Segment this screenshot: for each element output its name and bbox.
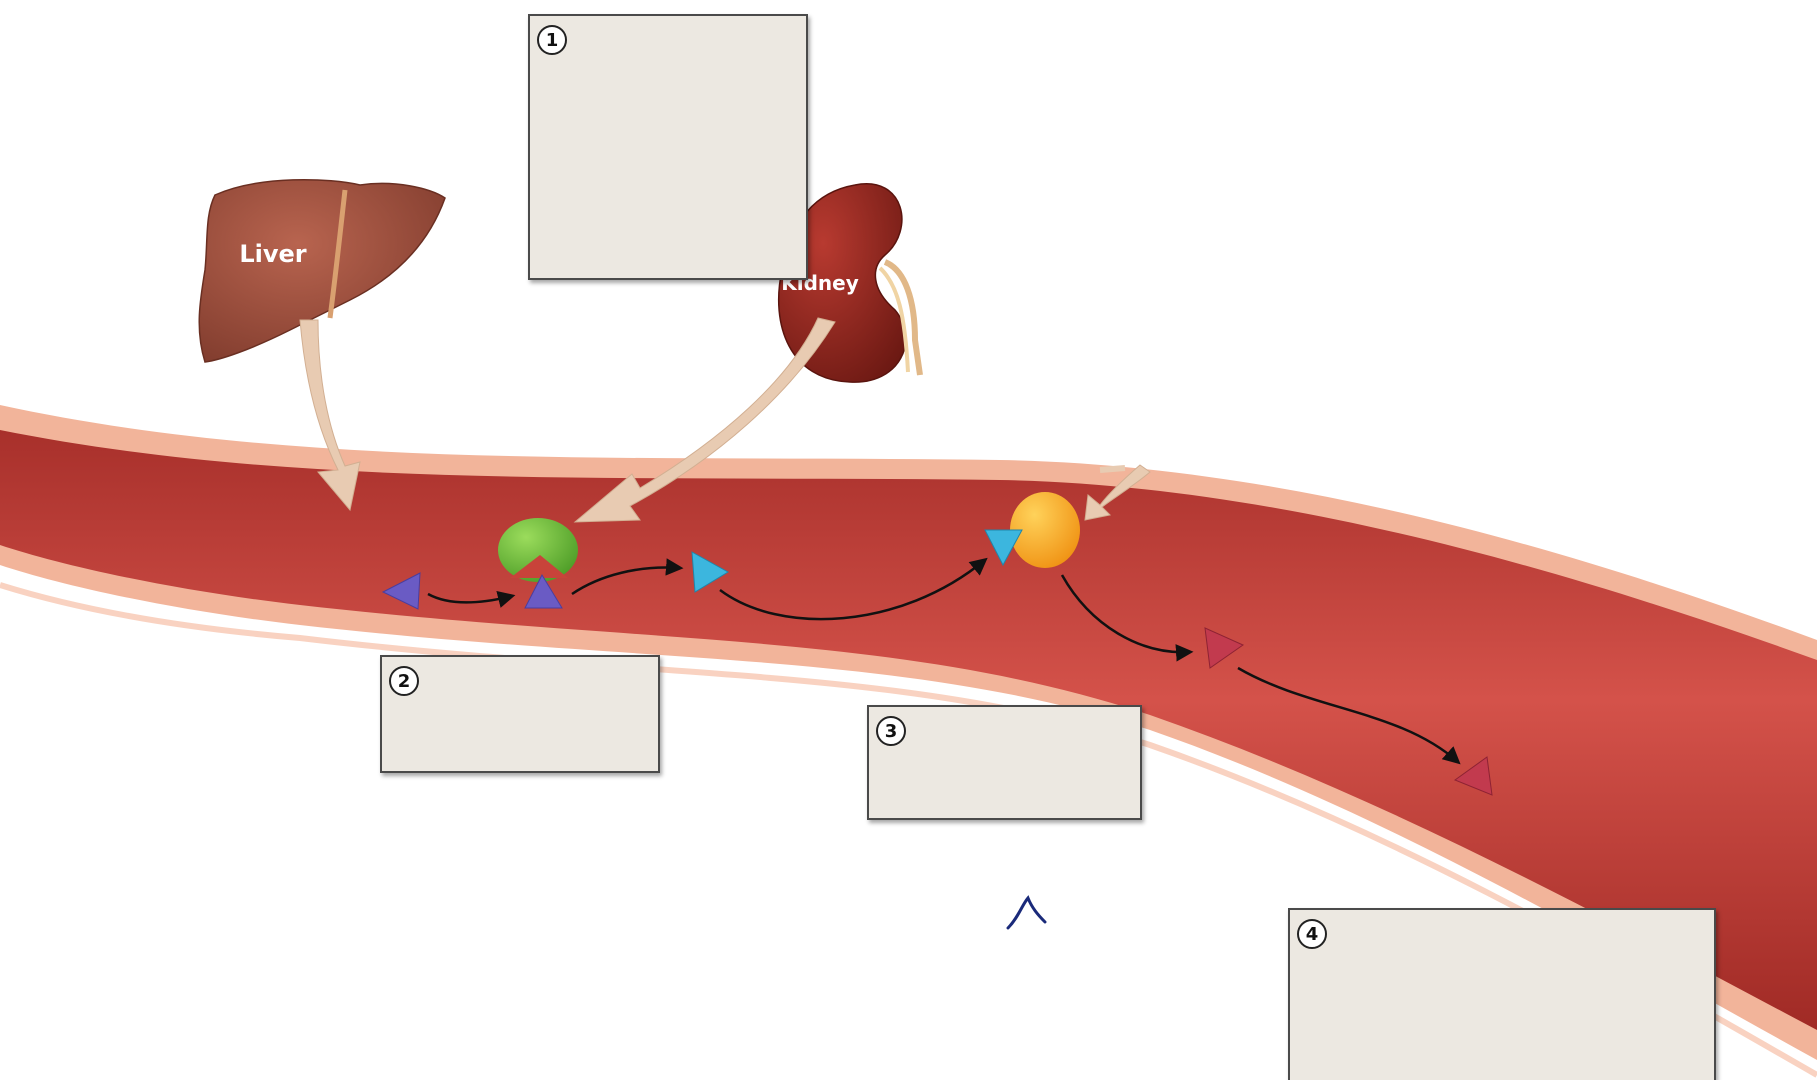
liver-organ: Liver — [198, 178, 446, 363]
label-box-3[interactable]: 3 — [867, 705, 1142, 820]
red-triangle-middle — [1204, 627, 1245, 669]
label-box-1-number: 1 — [537, 25, 567, 55]
label-box-3-number: 3 — [876, 716, 906, 746]
reaction-arrow-4 — [1060, 574, 1194, 662]
pen-mark — [1006, 895, 1047, 930]
liver-secretion-arrow — [299, 319, 361, 512]
label-box-1[interactable]: 1 — [528, 14, 808, 280]
reaction-arrow-3 — [719, 557, 988, 621]
reaction-arrow-5 — [1237, 666, 1461, 765]
red-triangle-right — [1453, 756, 1493, 796]
kidney-secretion-arrow — [573, 317, 836, 523]
arrow-tail — [1099, 465, 1126, 473]
label-box-2-number: 2 — [389, 666, 419, 696]
label-box-4-number: 4 — [1297, 919, 1327, 949]
label-box-2[interactable]: 2 — [380, 655, 660, 773]
reaction-arrow-1 — [427, 590, 516, 608]
reaction-arrow-2 — [571, 558, 684, 596]
orange-molecule — [984, 492, 1080, 568]
vessel-lumen — [0, 430, 1817, 1030]
liver-label: Liver — [239, 240, 306, 268]
purple-triangle-left — [381, 572, 421, 610]
cyan-triangle-free — [691, 551, 729, 593]
purple-triangle-bound — [524, 573, 563, 609]
label-box-4[interactable]: 4 — [1288, 908, 1716, 1080]
cyan-triangle-bound — [984, 529, 1023, 567]
external-secretion-arrow — [1084, 464, 1151, 521]
green-molecule — [498, 518, 578, 582]
